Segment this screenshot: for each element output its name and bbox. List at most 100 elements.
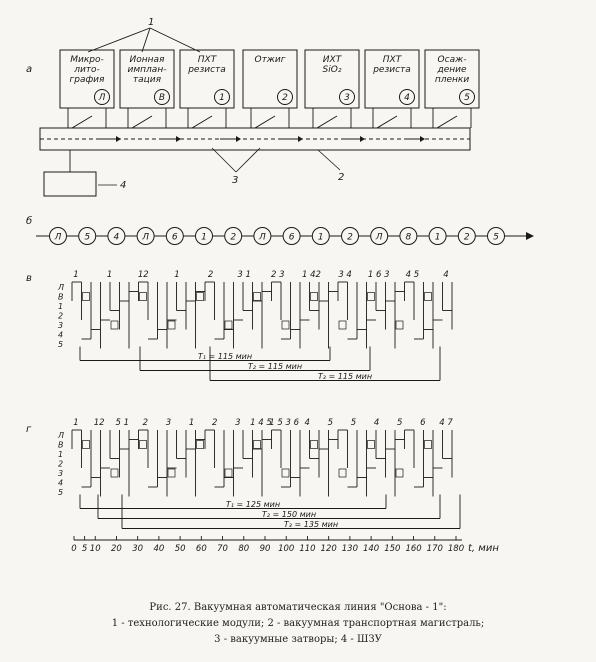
module-code-circle	[339, 89, 355, 105]
sequence-step-label: 2	[464, 233, 470, 243]
top-label: 5	[351, 418, 356, 428]
time-tick-label: 110	[299, 544, 315, 554]
timing-cell	[395, 320, 404, 330]
sequence-step-label: 5	[84, 233, 90, 243]
sequence-step	[107, 227, 126, 245]
module-label: тация	[133, 75, 162, 85]
timing-cell	[167, 468, 176, 478]
caption-legend-2: 3 - вакуумные затворы; 4 - ШЗУ	[214, 634, 382, 645]
top-label: 1 4 5	[250, 418, 272, 428]
time-tick-label: 90	[260, 544, 271, 554]
time-tick-label: 70	[217, 544, 228, 554]
top-label: 1 5 3 6	[269, 418, 299, 428]
sequence-step-label: 6	[289, 233, 295, 243]
module-label: ИХТ	[323, 55, 343, 65]
timing-cell	[395, 468, 404, 478]
vacuum-gates	[71, 115, 458, 142]
time-tick-label: 100	[278, 544, 294, 554]
time-tick-label: 120	[321, 544, 337, 554]
timing-cell	[139, 292, 147, 301]
module-label: Микро-	[70, 55, 104, 65]
top-label: 2	[212, 418, 217, 428]
timing-cell	[367, 440, 375, 449]
timing-cell	[196, 440, 204, 449]
row-label: 2	[58, 312, 63, 321]
timing-cell	[224, 320, 233, 330]
module-label: пленки	[435, 75, 469, 85]
timing-cell	[310, 440, 318, 449]
caption-title: Рис. 27. Вакуумная автоматическая линия …	[149, 602, 447, 613]
time-tick-label: 20	[111, 544, 122, 554]
module-box	[179, 49, 235, 109]
time-tick-label: 5	[82, 544, 87, 554]
timing-cell	[139, 440, 147, 449]
timing-cell	[310, 292, 318, 301]
loader-box	[43, 171, 97, 197]
transport-arrow-head	[176, 136, 181, 142]
sequence-step	[370, 227, 389, 245]
module-code: 1	[219, 93, 225, 103]
module-box	[304, 49, 360, 109]
module-code-circle	[459, 89, 475, 105]
top-label: 12	[94, 418, 105, 428]
sequence-step-label: Л	[54, 233, 62, 243]
module-label: лито-	[73, 65, 100, 75]
timing-cell	[424, 440, 432, 449]
sequence-step	[253, 227, 272, 245]
top-label: 1	[107, 270, 112, 280]
sequence-step	[165, 227, 184, 245]
row-label: 4	[58, 331, 63, 340]
top-label: 5	[328, 418, 333, 428]
panel-label-g: г	[26, 424, 32, 435]
timing-cell	[253, 440, 261, 449]
time-tick-label: 180	[448, 544, 464, 554]
timing-cell	[253, 292, 261, 301]
callout-3: 3	[232, 175, 238, 186]
period-label: T₂ = 115 мин	[248, 362, 302, 371]
module-label: дение	[436, 65, 466, 75]
timing-cell	[367, 292, 375, 301]
sequence-step-label: 5	[493, 233, 499, 243]
callout-2-leader	[317, 149, 341, 171]
sequence-step	[136, 227, 155, 245]
time-tick-label: 60	[196, 544, 207, 554]
timing-cell	[338, 320, 347, 330]
module-code: 5	[464, 93, 470, 103]
row-label: 4	[58, 479, 63, 488]
transport-arrow-head	[420, 136, 425, 142]
time-axis-unit: t, мин	[468, 543, 499, 554]
callout-3-leaders	[211, 147, 261, 173]
top-label: 3	[166, 418, 171, 428]
top-label: 3 4	[338, 270, 352, 280]
sequence-arrow	[526, 232, 534, 240]
top-label: 6	[420, 418, 426, 428]
sequence-step-label: 4	[114, 233, 120, 243]
top-label: 2 3	[271, 270, 285, 280]
callout-1: 1	[148, 17, 154, 28]
transport-arrow-head	[298, 136, 303, 142]
module-label: графия	[70, 75, 106, 85]
top-label: 4	[305, 418, 310, 428]
row-label: 1	[58, 450, 63, 459]
time-tick-label: 170	[427, 544, 443, 554]
period-label: T₁ = 125 мин	[226, 500, 280, 509]
technology-modules: Микро-лито-графияЛИоннаяимплан-тацияВПХТ…	[59, 49, 480, 128]
time-tick-label: 160	[405, 544, 421, 554]
panel-label-b: б	[26, 215, 32, 227]
time-tick-label: 140	[363, 544, 379, 554]
timing-cell	[82, 440, 90, 449]
timing-cell	[281, 320, 290, 330]
sequence-step	[49, 227, 67, 245]
module-code-circle	[94, 89, 110, 105]
sequence-step	[224, 227, 243, 245]
module-label: Осаж-	[438, 55, 467, 65]
period-label: T₃ = 135 мин	[284, 520, 338, 529]
timing-cell	[338, 468, 347, 478]
row-label: 1	[58, 302, 63, 311]
time-tick-label: 130	[342, 544, 358, 554]
module-box	[242, 49, 298, 109]
top-label: 1 6 3	[368, 270, 390, 280]
timing-cell	[167, 320, 176, 330]
